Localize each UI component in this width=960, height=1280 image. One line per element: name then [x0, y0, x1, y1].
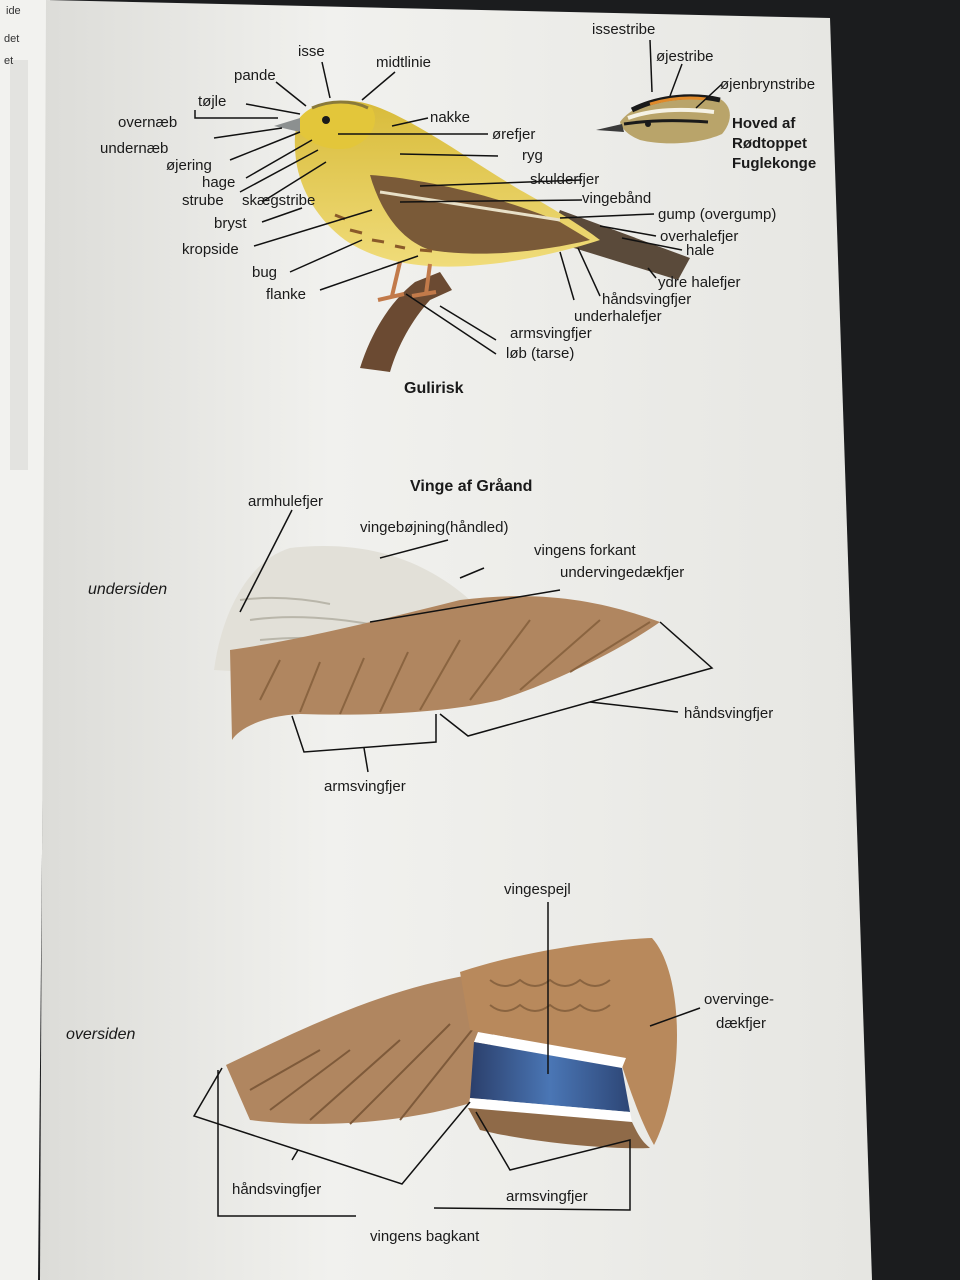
leader-lines-upperside	[192, 902, 701, 1217]
label-armhulefjer: armhulefjer	[248, 493, 324, 510]
label-isse: isse	[298, 43, 325, 60]
leader-lines-bird	[194, 61, 683, 355]
label-hale: hale	[686, 242, 715, 259]
speculum-white-top	[474, 1032, 626, 1068]
speculum	[470, 1042, 630, 1112]
label-undervingedaekfjer: undervingedækfjer	[560, 564, 685, 581]
label-ryg: ryg	[522, 147, 543, 164]
upper-primaries	[226, 975, 500, 1124]
tail	[548, 210, 690, 280]
yellowhammer-drawing	[274, 100, 690, 372]
label-undersiden: undersiden	[88, 581, 168, 598]
label-flanke: flanke	[266, 286, 307, 303]
edge-text-1: ide	[6, 5, 21, 17]
legs	[390, 261, 432, 297]
inset-title-line1: Hoved af	[732, 115, 796, 132]
label-ydre-halefjer: ydre halefjer	[658, 274, 741, 291]
label-bug: bug	[252, 264, 278, 281]
inset-title-line3: Fuglekonge	[732, 155, 817, 172]
label-oversiden: oversiden	[66, 1026, 136, 1043]
beak	[274, 118, 300, 132]
upper-primary-lines	[249, 1019, 481, 1125]
label-gump: gump (overgump)	[658, 206, 777, 223]
wing-upperside-drawing	[226, 938, 677, 1149]
label-skulderfjer: skulderfjer	[530, 171, 600, 188]
label-underhalefjer: underhalefjer	[574, 308, 662, 325]
label-tojle: tøjle	[198, 93, 227, 110]
label-under-armsvingfjer: armsvingfjer	[324, 778, 406, 795]
leader-lines-inset	[649, 39, 723, 109]
label-strube: strube	[182, 192, 224, 209]
bird-title: Gulirisk	[404, 380, 464, 397]
firecrest-head-drawing	[596, 94, 730, 144]
branch	[360, 272, 452, 372]
label-issestribe: issestribe	[592, 21, 656, 38]
wing-bar	[379, 190, 561, 222]
bird-wing	[370, 175, 590, 254]
label-vingens-forkant: vingens forkant	[534, 542, 636, 559]
breast-streaks	[334, 213, 433, 253]
eye	[322, 116, 330, 124]
label-under-haandsvingfjer: håndsvingfjer	[684, 705, 774, 722]
label-armsvingfjer: armsvingfjer	[510, 325, 592, 342]
label-ojestribe: øjestribe	[656, 48, 714, 65]
upper-coverts	[460, 938, 677, 1145]
label-vingebaand: vingebånd	[582, 190, 652, 207]
upper-covert-scallops	[489, 978, 611, 1012]
label-overnaeb: overnæb	[118, 114, 178, 131]
label-haandsvingfjer: håndsvingfjer	[602, 291, 692, 308]
firecrest-eyestripe	[623, 119, 709, 126]
underwing-feather-lines	[259, 619, 651, 715]
label-pande: pande	[234, 67, 276, 84]
label-skaegstribe: skægstribe	[242, 192, 316, 209]
firecrest-eyebrow	[627, 108, 715, 120]
wing-title: Vinge af Gråand	[410, 478, 533, 495]
label-ojering: øjering	[166, 157, 212, 174]
label-kropside: kropside	[182, 241, 239, 258]
label-undernaeb: undernæb	[100, 140, 169, 157]
label-upper-armsvingfjer: armsvingfjer	[506, 1188, 588, 1205]
label-bryst: bryst	[214, 215, 247, 232]
label-ojenbrynstribe: øjenbrynstribe	[720, 76, 816, 93]
label-orefjer: ørefjer	[492, 126, 536, 143]
wing-underside-drawing	[214, 546, 660, 740]
crown-stripes	[311, 100, 369, 110]
label-midtlinie: midtlinie	[376, 54, 432, 71]
speculum-white-bottom	[468, 1098, 632, 1122]
label-vingens-bagkant: vingens bagkant	[370, 1228, 480, 1245]
label-lob: løb (tarse)	[506, 345, 575, 362]
label-daekfjer: dækfjer	[716, 1015, 767, 1032]
label-upper-haandsvingfjer: håndsvingfjer	[232, 1181, 322, 1198]
firecrest-crown-orange	[649, 96, 707, 106]
label-vingebojning: vingebøjning(håndled)	[360, 519, 509, 536]
label-vingespejl: vingespejl	[504, 881, 571, 898]
label-hage: hage	[202, 174, 236, 191]
label-overhalefjer: overhalefjer	[660, 228, 739, 245]
inset-title-line2: Rødtoppet	[732, 135, 807, 152]
edge-text-3: et	[4, 55, 14, 67]
label-nakke: nakke	[430, 109, 471, 126]
label-overvinge: overvinge-	[704, 991, 775, 1008]
bird-head	[298, 101, 376, 150]
tertials	[468, 1108, 650, 1149]
page-gutter	[10, 60, 28, 470]
feet	[377, 290, 437, 302]
leader-lines-underside	[239, 509, 714, 773]
firecrest-beak	[596, 124, 624, 132]
edge-text-2: det	[4, 33, 20, 45]
